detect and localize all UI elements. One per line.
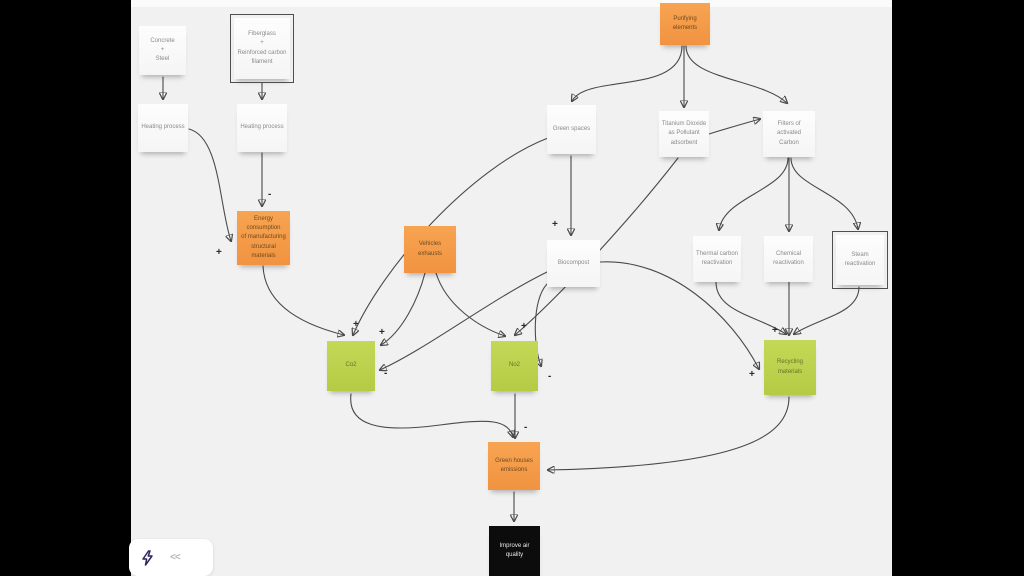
note-chemical-reactivation[interactable]: Chemical reactivation bbox=[764, 236, 813, 282]
note-improve-air-quality[interactable]: Improve air quality bbox=[489, 526, 540, 576]
note-vehicles-exhausts[interactable]: Vehicles exhausts bbox=[404, 226, 456, 273]
note-text: Fiberglass + Reinforced carbon filament bbox=[237, 30, 287, 65]
note-text: Recycling materials bbox=[776, 359, 803, 375]
note-text: Vehicles exhausts bbox=[417, 241, 442, 257]
note-concrete-steel[interactable]: Concrete + Steel bbox=[139, 26, 186, 75]
note-text: Green houses emissions bbox=[495, 457, 533, 473]
note-heating-process-left[interactable]: Heating process bbox=[138, 104, 188, 152]
note-titanium-dioxide[interactable]: Titanium Dioxide as Pollutant adsorbent bbox=[659, 111, 709, 157]
polarity-label[interactable]: - bbox=[384, 368, 388, 379]
polarity-label[interactable]: + bbox=[379, 327, 385, 338]
polarity-label[interactable]: + bbox=[749, 369, 755, 380]
note-text: Purifying elements bbox=[672, 15, 698, 31]
note-filters-activated-carbon[interactable]: Filters of activated Carbon bbox=[763, 111, 815, 157]
note-text: Thermal carbon reactivation bbox=[695, 250, 739, 266]
note-text: Chemical reactivation bbox=[773, 250, 804, 266]
note-text: Titanium Dioxide as Pollutant adsorbent bbox=[661, 121, 707, 146]
polarity-label[interactable]: + bbox=[353, 319, 359, 330]
note-no2[interactable]: No2 bbox=[491, 341, 538, 391]
note-heating-process-right[interactable]: Heating process bbox=[237, 104, 287, 152]
note-text: Co2 bbox=[345, 362, 357, 369]
polarity-label[interactable]: - bbox=[548, 371, 552, 382]
note-steam-reactivation[interactable]: Steam reactivation bbox=[832, 231, 888, 289]
note-green-houses-emissions[interactable]: Green houses emissions bbox=[488, 442, 540, 490]
note-biocompost[interactable]: Biocompost bbox=[547, 240, 600, 287]
note-recycling-materials[interactable]: Recycling materials bbox=[764, 340, 816, 395]
note-text: Steam reactivation bbox=[844, 251, 876, 267]
polarity-label[interactable]: + bbox=[216, 247, 222, 258]
polarity-label[interactable]: + bbox=[521, 321, 527, 332]
bottom-dock: << bbox=[129, 539, 213, 576]
note-energy-consumption[interactable]: Energy consumption of manufacturing stru… bbox=[237, 211, 290, 265]
polarity-label[interactable]: - bbox=[268, 189, 272, 200]
note-text: Heating process bbox=[240, 124, 284, 131]
note-text: No2 bbox=[508, 362, 520, 369]
canvas-top-strip bbox=[131, 0, 892, 7]
polarity-label[interactable]: + bbox=[552, 219, 558, 230]
polarity-label[interactable]: + bbox=[772, 325, 778, 336]
note-text: Improve air quality bbox=[499, 542, 530, 558]
polarity-label[interactable]: - bbox=[524, 422, 528, 433]
lightning-bolt-icon[interactable] bbox=[140, 549, 154, 566]
note-text: Heating process bbox=[141, 124, 185, 131]
note-text: Green spaces bbox=[552, 125, 591, 132]
collapse-panel-button[interactable]: << bbox=[170, 552, 181, 563]
note-text: Biocompost bbox=[557, 259, 590, 266]
note-purifying-elements[interactable]: Purifying elements bbox=[660, 3, 710, 45]
note-thermal-carbon-reactivation[interactable]: Thermal carbon reactivation bbox=[693, 236, 741, 282]
note-green-spaces[interactable]: Green spaces bbox=[547, 105, 596, 154]
note-text: Energy consumption of manufacturing stru… bbox=[241, 215, 286, 259]
note-co2[interactable]: Co2 bbox=[327, 341, 375, 391]
note-text: Filters of activated Carbon bbox=[776, 121, 801, 146]
note-text: Concrete + Steel bbox=[150, 37, 175, 63]
note-fiberglass[interactable]: Fiberglass + Reinforced carbon filament bbox=[230, 14, 294, 83]
